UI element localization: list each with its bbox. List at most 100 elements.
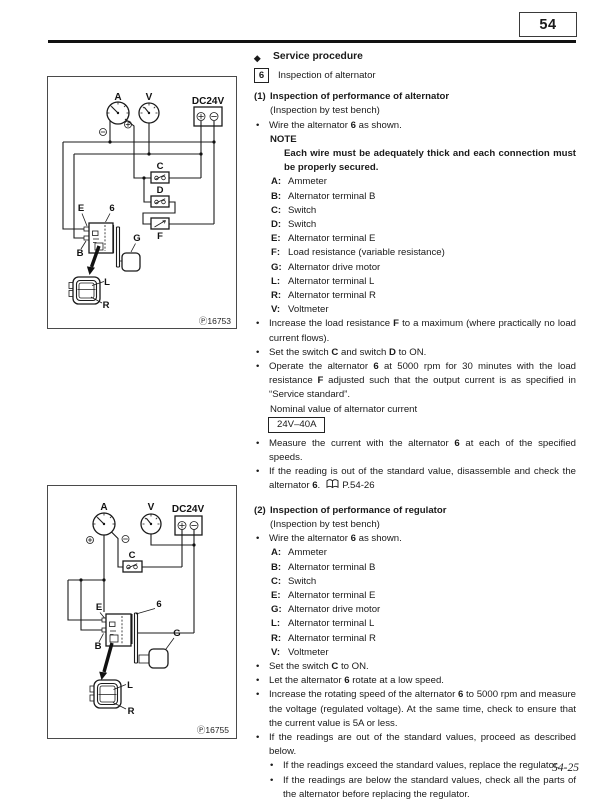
- terminal-connector: L R: [68, 276, 110, 311]
- diamond-bullet-icon: ◆: [254, 53, 261, 63]
- legend-value: Alternator terminal R: [288, 632, 376, 644]
- label-6: 6: [109, 203, 114, 214]
- legend-item: A:Ammeter: [254, 546, 576, 560]
- label-dc24v: DC24V: [192, 96, 225, 107]
- bullet-text: Increase the rotating speed of the alter…: [269, 689, 576, 729]
- section-title-text: Inspection of performance of alternator: [270, 91, 450, 103]
- legend-value: Alternator terminal B: [288, 190, 376, 202]
- section-alternator-performance: (1) Inspection of performance of alterna…: [254, 90, 576, 494]
- page-footer-number: 54-25: [552, 762, 579, 774]
- label-c: C: [129, 550, 136, 561]
- legend-value: Alternator terminal R: [288, 290, 376, 302]
- minus-symbol: [99, 128, 107, 136]
- bullet-marker: •: [256, 533, 260, 545]
- bullet-text: Increase the load resistance F to a maxi…: [269, 318, 576, 344]
- legend-item: C: Switch: [254, 204, 576, 218]
- bullet-marker: •: [270, 774, 274, 786]
- bullet-marker: •: [256, 346, 260, 358]
- label-v: V: [148, 502, 155, 513]
- ammeter-gauge: A: [86, 502, 130, 544]
- bullet-text: Measure the current with the alternator …: [269, 437, 576, 464]
- switch-c: C: [122, 550, 143, 573]
- legend-key: A:: [271, 547, 282, 559]
- section-title: (1) Inspection of performance of alterna…: [254, 90, 576, 104]
- bullet-item: • If the readings are out of the standar…: [254, 731, 576, 759]
- bullet-item: • Increase the load resistance F to a ma…: [254, 317, 576, 345]
- label-g: G: [173, 628, 180, 639]
- legend-value: Voltmeter: [288, 304, 329, 316]
- bullet-text: Set the switch C to ON.: [269, 660, 369, 672]
- figure-caption: Ⓟ16753: [199, 316, 231, 326]
- legend-item: G: Alternator drive motor: [254, 261, 576, 275]
- figure-caption: Ⓟ16755: [197, 725, 229, 735]
- section-regulator-performance: (2) Inspection of performance of regulat…: [254, 504, 576, 802]
- legend-value: Voltmeter: [288, 646, 329, 658]
- bullet-text: If the reading is out of the standard va…: [269, 465, 576, 494]
- legend-key: E:: [271, 233, 281, 245]
- legend-item: B:Alternator terminal B: [254, 190, 576, 204]
- service-procedure-title: Service procedure: [273, 51, 363, 62]
- legend-key: D:: [271, 219, 282, 231]
- drive-motor: G: [148, 628, 181, 669]
- bullet-item: • Operate the alternator 6 at 5000 rpm f…: [254, 360, 576, 403]
- wiring-diagram-regulator-test: A V DC24V C: [47, 485, 237, 739]
- legend-value: Switch: [288, 575, 317, 587]
- page-reference: P.54-26: [342, 480, 375, 492]
- legend-key: R:: [271, 632, 282, 644]
- legend-item: A:Ammeter: [254, 175, 576, 189]
- step-heading: 6 Inspection of alternator: [254, 68, 576, 84]
- legend-item: F:Load resistance (variable resistance): [254, 246, 576, 260]
- label-d: D: [157, 185, 164, 196]
- legend-item: R:Alternator terminal R: [254, 289, 576, 303]
- legend-value: Alternator terminal E: [288, 233, 376, 245]
- legend-value: Switch: [288, 219, 317, 231]
- legend-item: D: Switch: [254, 218, 576, 232]
- pointer-arrow: [99, 642, 114, 680]
- legend-value: Alternator terminal B: [288, 561, 376, 573]
- legend-key: C:: [271, 204, 282, 216]
- legend-item: C:Switch: [254, 575, 576, 589]
- label-a: A: [100, 502, 107, 513]
- switch-c: C: [150, 161, 170, 184]
- voltmeter-gauge: V: [140, 502, 162, 535]
- legend-item: G:Alternator drive motor: [254, 603, 576, 617]
- nominal-value-box: 24V–40A: [268, 416, 326, 434]
- bullet-item: • Wire the alternator 6 as shown.: [254, 532, 576, 546]
- legend-value: Ammeter: [288, 176, 327, 188]
- legend-key: L:: [271, 618, 281, 630]
- label-v: V: [146, 92, 153, 103]
- bullet-text: Wire the alternator 6 as shown.: [269, 119, 402, 131]
- label-b: B: [95, 641, 102, 652]
- voltmeter-gauge: V: [138, 92, 160, 124]
- bullet-marker: •: [256, 731, 260, 743]
- legend-item: E: Alternator terminal E: [254, 232, 576, 246]
- bullet-text: If the readings are out of the standard …: [269, 731, 576, 758]
- wires: [62, 118, 216, 239]
- legend-item: R: Alternator terminal R: [254, 632, 576, 646]
- legend-value: Switch: [288, 204, 317, 216]
- label-e: E: [78, 203, 84, 214]
- legend-item: L:Alternator terminal L: [254, 275, 576, 289]
- plus-symbol: [86, 536, 94, 544]
- legend-item: V:Voltmeter: [254, 303, 576, 317]
- legend-key: E:: [271, 589, 281, 601]
- header-rule: [48, 40, 576, 43]
- legend-item: B:Alternator terminal B: [254, 561, 576, 575]
- legend-key: F:: [271, 247, 281, 259]
- page-number-tag: 54: [519, 12, 577, 37]
- sub-bullet-item: • If the readings are below the standard…: [254, 774, 576, 802]
- label-l: L: [104, 277, 110, 288]
- legend-key: G:: [271, 261, 282, 273]
- alternator: [83, 222, 122, 268]
- bullet-marker: •: [256, 466, 260, 478]
- bullet-item: • Measure the current with the alternato…: [254, 437, 576, 465]
- text-column: ◆ Service procedure 6 Inspection of alte…: [254, 50, 576, 802]
- legend-item: L:Alternator terminal L: [254, 617, 576, 631]
- bullet-marker: •: [256, 437, 260, 449]
- nominal-value-label: Nominal value of alternator current: [270, 403, 418, 415]
- legend-key: V:: [271, 646, 281, 658]
- ammeter-gauge: A: [99, 92, 132, 136]
- section-number: (2): [254, 504, 266, 516]
- bullet-item: • Set the switch C to ON.: [254, 660, 576, 674]
- legend-value: Alternator drive motor: [288, 261, 381, 273]
